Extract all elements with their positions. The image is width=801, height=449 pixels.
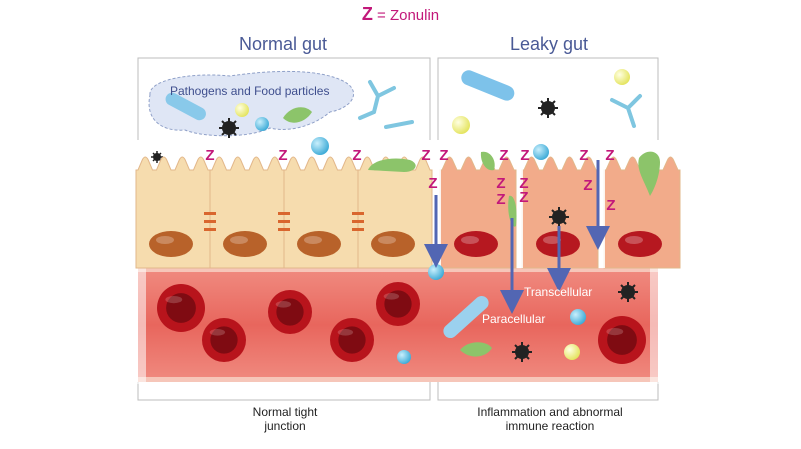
normal-caption-line1: Normal tight	[252, 405, 318, 419]
red-blood-cell-icon	[157, 284, 205, 332]
leaky-gut-title: Leaky gut	[509, 34, 589, 54]
zonulin-marker: Z	[278, 147, 287, 164]
bacteria-icon	[512, 342, 532, 362]
zonulin-marker: Z	[606, 197, 615, 214]
leaky-caption: Inflammation and abnormal immune reactio…	[440, 405, 660, 433]
transcellular-label: Transcellular	[524, 285, 593, 299]
zonulin-marker: Z	[352, 147, 361, 164]
leaky-cell-3	[603, 156, 681, 269]
normal-cell-2	[209, 156, 285, 269]
leaky-caption-line1: Inflammation and abnormal	[477, 405, 623, 419]
lumen-particles	[151, 69, 642, 163]
leaky-panel-frame	[437, 57, 659, 401]
zonulin-marker: Z	[421, 147, 430, 164]
normal-panel-frame	[137, 57, 431, 401]
zonulin-marker: Z	[499, 147, 508, 164]
red-blood-cell-icon	[330, 318, 374, 362]
epithelial-cells	[135, 156, 681, 269]
zonulin-legend-text: = Zonulin	[372, 7, 440, 24]
bacteria-icon	[618, 282, 638, 302]
pathogen-cloud-label: Pathogens and Food particles	[170, 84, 330, 98]
zonulin-marker: Z	[605, 147, 614, 164]
transport-arrows	[424, 160, 610, 314]
zonulin-marker: Z	[519, 175, 528, 192]
nucleus	[149, 231, 193, 257]
leaky-cell-1	[439, 156, 517, 269]
blood-particles	[397, 207, 638, 364]
nucleus	[297, 231, 341, 257]
zonulin-marker: Z	[496, 175, 505, 192]
antibody-icon	[358, 80, 396, 120]
nucleus	[454, 231, 498, 257]
paracellular-label: Paracellular	[482, 312, 546, 326]
bacteria-icon	[151, 151, 163, 163]
normal-cell-4	[357, 156, 433, 269]
antibody-icon	[610, 94, 642, 128]
tight-junction	[204, 212, 216, 231]
red-blood-cell-icon	[598, 316, 646, 364]
normal-gut-title: Normal gut	[238, 34, 328, 54]
red-blood-cells	[157, 282, 646, 364]
zonulin-marker: Z	[519, 189, 528, 206]
bacteria-icon	[219, 118, 239, 138]
zonulin-marker: Z	[579, 147, 588, 164]
zonulin-marker: Z	[496, 191, 505, 208]
nucleus	[618, 231, 662, 257]
zonulin-legend: Z = Zonulin	[0, 4, 801, 25]
normal-cell-1	[135, 156, 211, 269]
nucleus	[223, 231, 267, 257]
red-blood-cell-icon	[376, 282, 420, 326]
zonulin-marker: Z	[439, 147, 448, 164]
bacteria-icon	[549, 207, 569, 227]
zonulin-marker: Z	[205, 147, 214, 164]
tight-junction	[352, 212, 364, 231]
zonulin-marker: Z	[428, 175, 437, 192]
junction-gap	[435, 168, 441, 268]
zonulin-marker: Z	[583, 177, 592, 194]
mucus	[368, 151, 660, 227]
nucleus	[371, 231, 415, 257]
tight-junction	[278, 212, 290, 231]
zonulin-marker: Z	[520, 147, 529, 164]
normal-caption: Normal tight junction	[215, 405, 355, 433]
normal-caption-line2: junction	[264, 419, 306, 433]
red-blood-cell-icon	[268, 290, 312, 334]
zonulin-symbol: Z	[361, 4, 373, 24]
bacteria-icon	[538, 98, 558, 118]
red-blood-cell-icon	[202, 318, 246, 362]
normal-cell-3	[283, 156, 359, 269]
junction-gap	[599, 168, 605, 268]
junction-gap	[517, 168, 523, 268]
leaky-caption-line2: immune reaction	[505, 419, 595, 433]
